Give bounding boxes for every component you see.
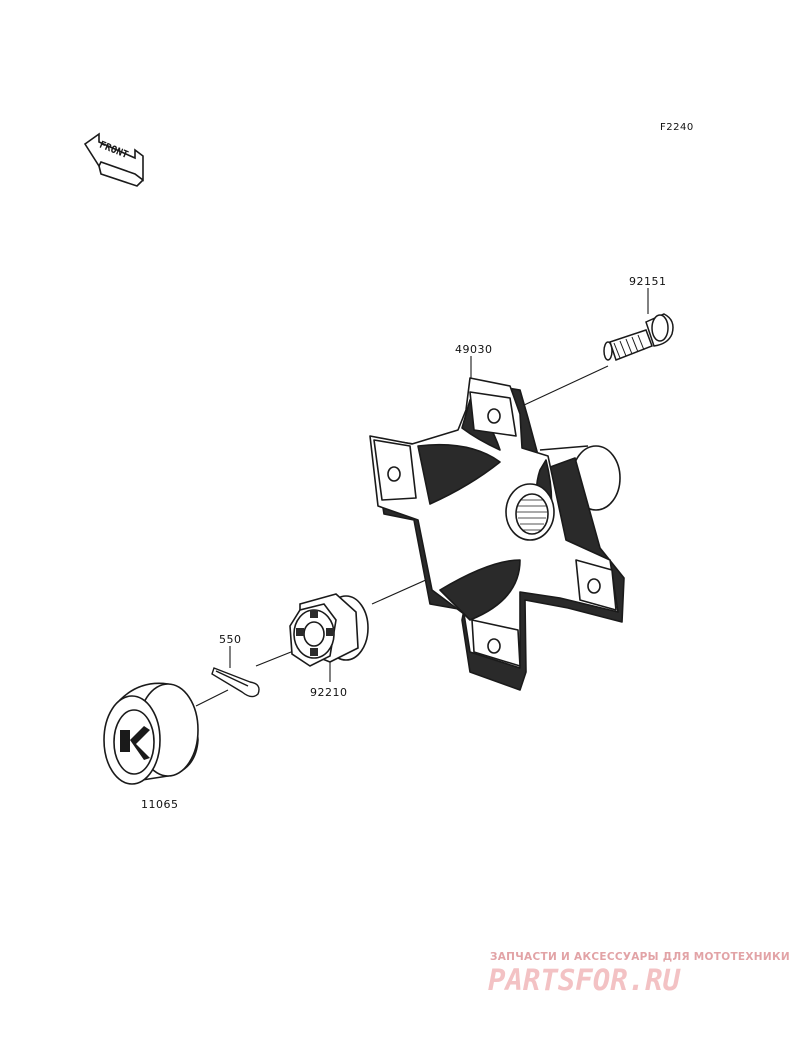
part-number-49030: 49030	[455, 343, 493, 356]
watermark-brand: PARTSFOR.RU	[488, 963, 681, 997]
figure-code: F2240	[660, 122, 694, 133]
part-number-92210: 92210	[310, 686, 348, 699]
part-number-92151: 92151	[629, 275, 667, 288]
leader-lines	[195, 288, 649, 707]
hub-cap-11065	[103, 682, 199, 785]
part-number-11065: 11065	[141, 798, 179, 811]
watermark-tagline: ЗАПЧАСТИ И АКСЕССУАРЫ ДЛЯ МОТОТЕХНИКИ	[490, 951, 790, 963]
part-number-550: 550	[219, 633, 242, 646]
stud-92151	[603, 313, 674, 361]
logo-icon	[120, 726, 150, 760]
cotter-pin-550	[211, 667, 260, 698]
castle-nut-92210	[289, 593, 369, 667]
hub-49030	[369, 377, 625, 691]
front-arrow-icon: FRONT	[83, 132, 144, 187]
